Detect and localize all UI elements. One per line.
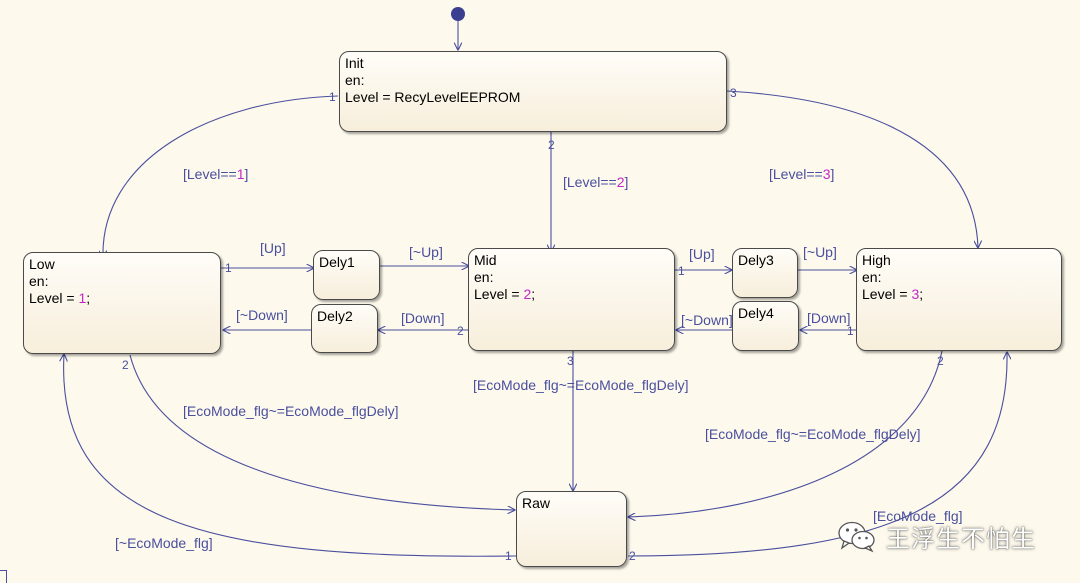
state-low-action-suffix: ; — [86, 290, 91, 306]
state-mid-entry: en: — [474, 269, 494, 285]
state-init[interactable]: Init en: Level = RecyLevelEEPROM — [339, 51, 727, 132]
state-raw[interactable]: Raw — [516, 491, 627, 567]
order-mid-dely3: 1 — [678, 264, 685, 278]
label-mid-dely3[interactable]: [Up] — [689, 246, 715, 262]
state-low-action-value: 1 — [78, 290, 87, 306]
order-mid-raw: 3 — [567, 354, 574, 368]
label-init-mid[interactable]: [Level==2] — [563, 174, 628, 190]
state-low-entry: en: — [29, 273, 49, 289]
state-dely1[interactable]: Dely1 — [313, 250, 380, 300]
label-init-low-suffix: ] — [244, 166, 249, 182]
state-mid-name: Mid — [474, 252, 497, 268]
state-low-name: Low — [29, 256, 55, 272]
label-init-low[interactable]: [Level==1] — [183, 166, 248, 182]
watermark-text: 王浮生不怕生 — [886, 524, 1036, 553]
order-init-high: 3 — [730, 86, 737, 100]
canvas-corner-marker — [0, 570, 7, 583]
state-high[interactable]: High en: Level = 3; — [856, 248, 1062, 351]
order-high-dely4: 1 — [847, 324, 854, 338]
label-mid-dely2[interactable]: [Down] — [401, 310, 445, 326]
order-low-raw: 2 — [122, 358, 129, 372]
state-low-action: Level = 1; — [29, 290, 215, 307]
transition-init-low[interactable] — [103, 95, 339, 258]
order-low-dely1: 1 — [225, 261, 232, 275]
label-raw-low[interactable]: [~EcoMode_flg] — [115, 535, 213, 551]
label-init-low-value: 1 — [236, 166, 245, 182]
state-dely2[interactable]: Dely2 — [311, 304, 378, 353]
state-dely3-name: Dely3 — [738, 252, 774, 268]
transition-high-raw[interactable] — [628, 350, 943, 517]
state-init-action: Level = RecyLevelEEPROM — [345, 89, 521, 105]
label-init-high-prefix: [Level== — [769, 166, 823, 182]
state-mid-action: Level = 2; — [474, 286, 669, 303]
state-init-name: Init — [345, 55, 364, 71]
label-init-high[interactable]: [Level==3] — [769, 166, 834, 182]
order-raw-high: 2 — [629, 549, 636, 563]
label-init-mid-prefix: [Level== — [563, 174, 617, 190]
state-high-action-suffix: ; — [919, 286, 924, 302]
label-raw-high[interactable]: [EcoMode_flg] — [873, 508, 963, 524]
state-dely3[interactable]: Dely3 — [732, 248, 798, 298]
state-high-name: High — [862, 252, 891, 268]
order-high-raw: 2 — [937, 354, 944, 368]
order-mid-dely2: 2 — [457, 324, 464, 338]
state-low[interactable]: Low en: Level = 1; — [23, 252, 221, 354]
label-init-high-suffix: ] — [830, 166, 835, 182]
label-init-mid-value: 2 — [616, 174, 625, 190]
label-dely3-high[interactable]: [~Up] — [803, 244, 837, 260]
order-init-low: 1 — [329, 90, 336, 104]
state-dely4[interactable]: Dely4 — [732, 301, 799, 351]
label-dely1-mid[interactable]: [~Up] — [409, 244, 443, 260]
state-high-action-prefix: Level = — [862, 286, 912, 302]
order-raw-low: 1 — [505, 549, 512, 563]
label-low-raw[interactable]: [EcoMode_flg~=EcoMode_flgDely] — [183, 403, 399, 419]
label-init-mid-suffix: ] — [624, 174, 629, 190]
transition-init-high[interactable] — [726, 90, 978, 248]
state-mid-action-value: 2 — [523, 286, 532, 302]
default-transition-dot — [451, 7, 465, 21]
label-init-low-prefix: [Level== — [183, 166, 237, 182]
state-raw-name: Raw — [522, 495, 551, 511]
state-mid[interactable]: Mid en: Level = 2; — [468, 248, 675, 351]
state-high-action: Level = 3; — [862, 286, 1056, 303]
state-dely2-name: Dely2 — [317, 308, 353, 324]
state-mid-action-prefix: Level = — [474, 286, 524, 302]
watermark: 王浮生不怕生 — [836, 516, 1036, 556]
wechat-icon — [838, 521, 875, 553]
order-init-mid: 2 — [548, 138, 555, 152]
label-high-raw[interactable]: [EcoMode_flg~=EcoMode_flgDely] — [705, 426, 921, 442]
label-dely2-low[interactable]: [~Down] — [236, 307, 288, 323]
label-low-dely1[interactable]: [Up] — [260, 240, 286, 256]
transition-low-raw[interactable] — [129, 354, 515, 510]
label-high-dely4[interactable]: [Down] — [807, 310, 851, 326]
state-mid-action-suffix: ; — [531, 286, 536, 302]
transition-raw-high[interactable] — [627, 352, 1007, 557]
state-dely4-name: Dely4 — [738, 305, 774, 321]
state-dely1-name: Dely1 — [319, 254, 355, 270]
label-mid-raw[interactable]: [EcoMode_flg~=EcoMode_flgDely] — [473, 377, 689, 393]
label-init-high-value: 3 — [822, 166, 831, 182]
label-dely4-mid[interactable]: [~Down] — [681, 312, 733, 328]
state-high-entry: en: — [862, 269, 882, 285]
state-init-entry: en: — [345, 72, 365, 88]
state-low-action-prefix: Level = — [29, 290, 79, 306]
transition-raw-low[interactable] — [64, 354, 517, 557]
state-high-action-value: 3 — [911, 286, 920, 302]
